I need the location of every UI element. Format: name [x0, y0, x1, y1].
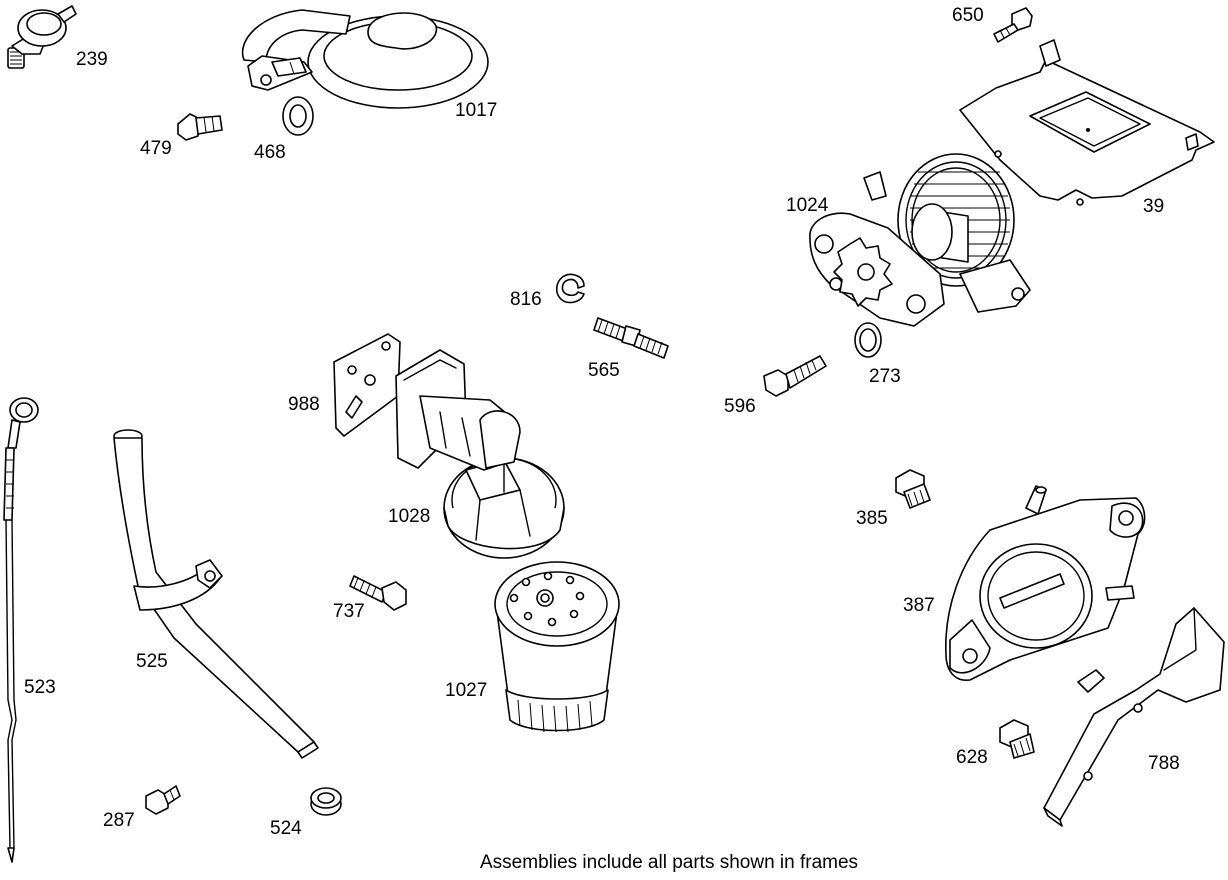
part-524-drain-plug [310, 787, 342, 816]
part-1027-oil-filter [494, 561, 620, 733]
assemblies-footnote: Assemblies include all parts shown in fr… [480, 852, 859, 873]
label-565: 565 [588, 360, 620, 381]
part-788-bracket [1043, 607, 1225, 827]
label-1024: 1024 [786, 195, 829, 216]
label-39: 39 [1143, 196, 1165, 217]
part-479-fitting [177, 113, 223, 141]
part-385-fitting [895, 469, 931, 509]
label-1027: 1027 [445, 680, 488, 701]
label-650: 650 [952, 5, 984, 26]
label-524: 524 [270, 818, 302, 839]
label-988: 988 [288, 394, 320, 415]
part-239-oil-pressure-switch [7, 5, 77, 69]
part-525-dipstick-tube [113, 429, 319, 759]
part-468-washer [282, 96, 314, 136]
label-523: 523 [24, 677, 56, 698]
part-273-o-ring [854, 322, 882, 358]
label-596: 596 [724, 396, 756, 417]
part-737-bolt [349, 575, 407, 611]
part-1017-oil-pickup [241, 9, 489, 109]
label-1017: 1017 [455, 100, 498, 121]
label-273: 273 [869, 366, 901, 387]
label-1028: 1028 [388, 506, 431, 527]
label-628: 628 [956, 747, 988, 768]
part-39-baffle-plate [959, 39, 1215, 206]
part-523-dipstick [3, 397, 39, 863]
label-287: 287 [103, 810, 135, 831]
part-650-bolt [993, 7, 1033, 43]
label-788: 788 [1148, 753, 1180, 774]
part-816-lock-washer [555, 273, 585, 304]
part-628-fitting [999, 719, 1035, 759]
part-988-gasket [333, 333, 401, 437]
part-596-bolt [763, 355, 827, 397]
label-525: 525 [136, 651, 168, 672]
label-737: 737 [333, 601, 365, 622]
label-387: 387 [903, 595, 935, 616]
part-565-stud [593, 317, 669, 359]
label-385: 385 [856, 508, 888, 529]
label-479: 479 [140, 138, 172, 159]
part-1024-oil-pump [809, 153, 1031, 327]
label-816: 816 [510, 289, 542, 310]
label-239: 239 [76, 49, 108, 70]
part-1028-filter-adapter [395, 349, 565, 559]
label-468: 468 [254, 142, 286, 163]
part-287-bolt [145, 785, 181, 815]
part-387-fuel-pump [945, 485, 1146, 681]
